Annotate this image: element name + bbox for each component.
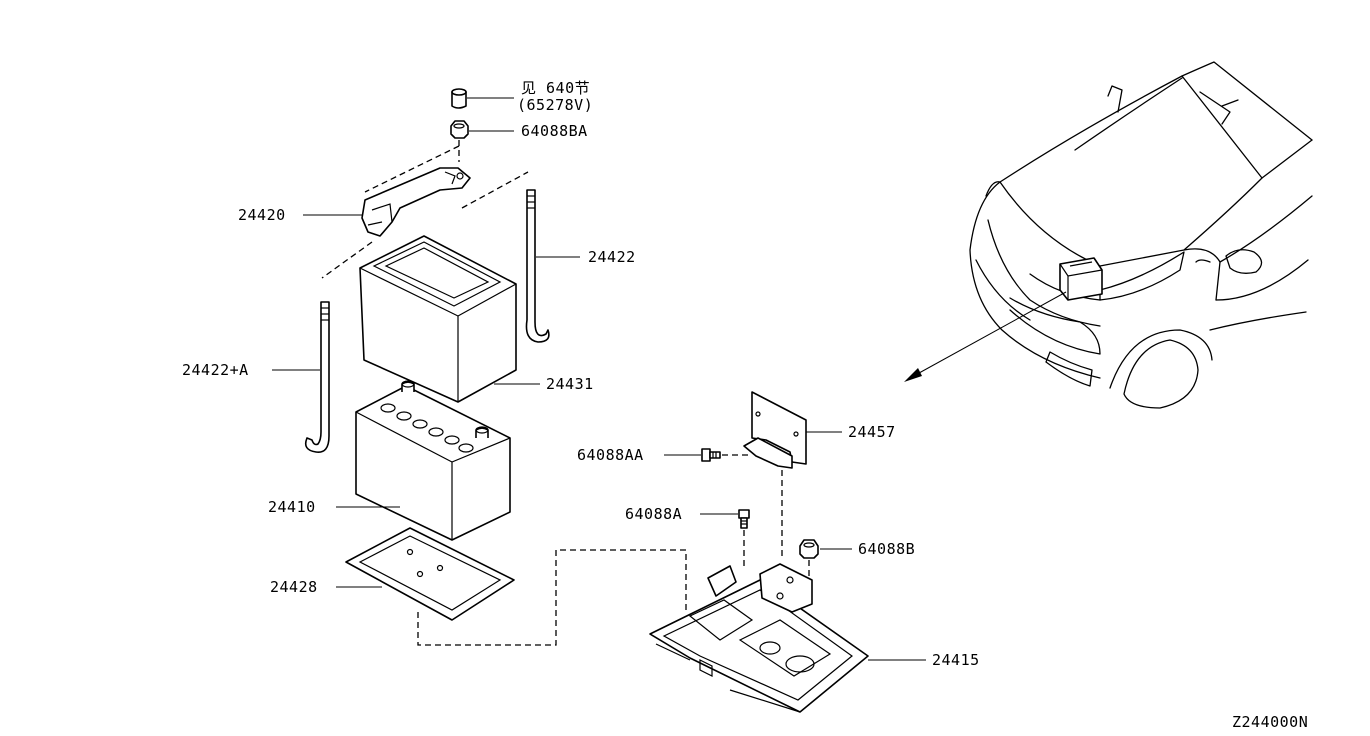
bolt-64088AA: [701, 448, 721, 462]
callout-24428: 24428: [270, 578, 318, 596]
vehicle-location-view: [904, 61, 1313, 409]
battery-24410: [355, 380, 511, 541]
callout-24422: 24422: [588, 248, 636, 266]
battery-tray-24415: [649, 563, 869, 713]
battery-pad-24428: [345, 527, 515, 621]
callout-64088BA: 64088BA: [521, 122, 588, 140]
battery-vent-caps: [380, 403, 474, 453]
callout-24422A: 24422+A: [182, 361, 249, 379]
battery-cover-24431: [359, 235, 517, 403]
hold-down-rod-24422A: [304, 301, 330, 453]
callout-reference-line2: (65278V): [517, 96, 593, 114]
callout-reference-line1: 见 640节: [521, 79, 590, 97]
bolt-64088A: [738, 509, 750, 529]
diagram-code: Z244000N: [1232, 713, 1308, 731]
nut-64088B: [799, 539, 819, 559]
reference-cap-part: [451, 88, 467, 109]
callout-24457: 24457: [848, 423, 896, 441]
callout-64088A: 64088A: [625, 505, 682, 523]
battery-location-marker: [1059, 257, 1103, 301]
hold-down-rod-24422: [525, 189, 550, 343]
battery-terminal-negative: [475, 426, 489, 438]
callout-24431: 24431: [546, 375, 594, 393]
battery-clamp-24420: [361, 167, 471, 237]
callout-64088B: 64088B: [858, 540, 915, 558]
callout-24410: 24410: [268, 498, 316, 516]
bracket-24457: [743, 391, 807, 469]
callout-24420: 24420: [238, 206, 286, 224]
callout-64088AA: 64088AA: [577, 446, 644, 464]
callout-24415: 24415: [932, 651, 980, 669]
nut-64088BA: [450, 120, 469, 139]
battery-terminal-positive: [401, 380, 415, 392]
